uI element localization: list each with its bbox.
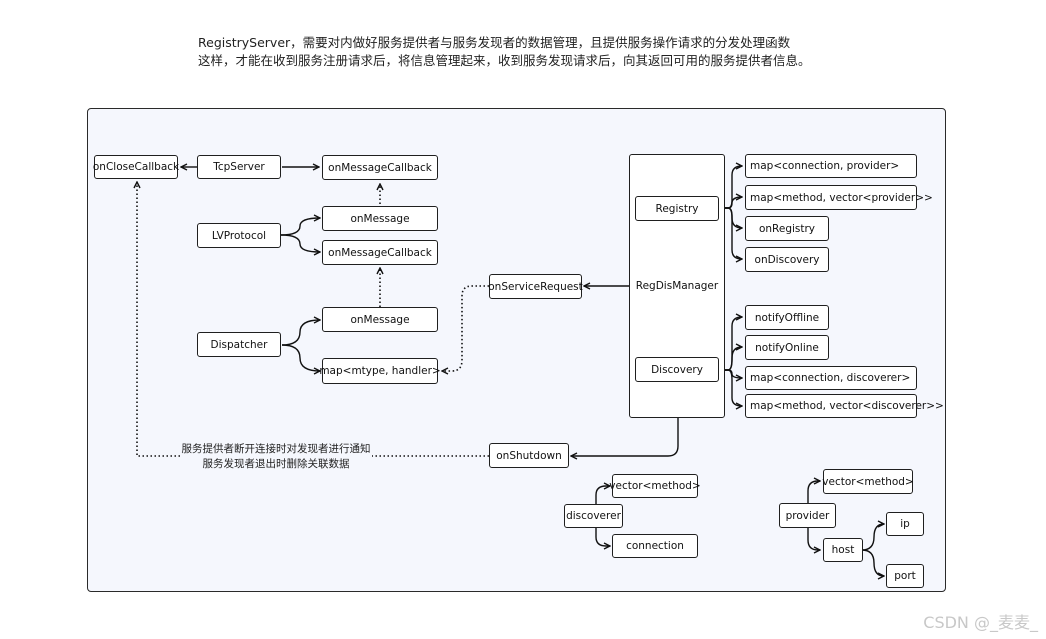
node-notifyoffline: notifyOffline xyxy=(745,305,829,330)
edge-host-ip xyxy=(861,524,884,551)
node-map-connection-discoverer: map<connection, discoverer> xyxy=(745,366,917,390)
intro-line-2: 这样，才能在收到服务注册请求后，将信息管理起来，收到服务发现请求后，向其返回可用… xyxy=(198,53,811,68)
node-provider: provider xyxy=(779,503,836,528)
node-map-connection-provider: map<connection, provider> xyxy=(745,154,917,178)
node-dispatcher: Dispatcher xyxy=(197,332,281,357)
node-discovery: Discovery xyxy=(635,357,719,382)
node-map-mtype-handler: map<mtype, handler> xyxy=(319,358,441,384)
shutdown-note-line-2: 服务发现者退出时删除关联数据 xyxy=(202,458,350,470)
node-discoverer: discoverer xyxy=(564,504,623,528)
node-port: port xyxy=(886,564,924,588)
node-regdismanager-label: RegDisManager xyxy=(635,280,719,292)
node-map-method-providers: map<method, vector<provider>> xyxy=(745,185,933,210)
edge-lvprotocol-onmessagecallback xyxy=(280,234,320,252)
edge-discovery-map-method-discoverers xyxy=(719,369,742,406)
intro-text: RegistryServer，需要对内做好服务提供者与服务发现者的数据管理，且提… xyxy=(198,34,811,70)
intro-line-1: RegistryServer，需要对内做好服务提供者与服务发现者的数据管理，且提… xyxy=(198,35,791,50)
node-lvprotocol: LVProtocol xyxy=(197,223,281,248)
node-notifyonline: notifyOnline xyxy=(745,335,829,360)
edge-regdismanager-onshutdown xyxy=(571,418,679,456)
node-map-method-discoverers: map<method, vector<discoverer>> xyxy=(745,394,944,418)
edge-registry-ondiscovery xyxy=(719,207,742,259)
edge-dotted-onservicerequest-map xyxy=(442,285,489,371)
node-onclosecallback: onCloseCallback xyxy=(93,155,179,179)
edge-provider-vector-method xyxy=(807,481,820,503)
node-registry: Registry xyxy=(635,196,719,221)
node-discoverer-vector-method: vector<method> xyxy=(609,474,701,498)
node-host: host xyxy=(823,538,863,562)
node-onservicerequest: onServiceRequest xyxy=(488,274,583,299)
node-onregistry: onRegistry xyxy=(745,216,829,241)
node-tcpserver: TcpServer xyxy=(197,155,281,179)
edge-lvprotocol-onmessage xyxy=(280,218,320,236)
node-ondiscovery: onDiscovery xyxy=(745,247,829,272)
node-provider-vector-method: vector<method> xyxy=(822,469,914,494)
node-onmessagecallback-top: onMessageCallback xyxy=(322,155,438,180)
shutdown-note: 服务提供者断开连接时对发现者进行通知 服务发现者退出时删除关联数据 xyxy=(180,442,372,472)
edge-discoverer-vector-method xyxy=(595,486,610,504)
edge-dotted-note-onclosecallback xyxy=(137,182,180,457)
shutdown-note-line-1: 服务提供者断开连接时对发现者进行通知 xyxy=(181,443,371,455)
watermark: CSDN @_麦麦_ xyxy=(923,613,1038,632)
node-onmessagecallback-middle: onMessageCallback xyxy=(322,240,438,265)
node-onmessage-middle: onMessage xyxy=(322,307,438,332)
node-onmessage-top: onMessage xyxy=(322,206,438,231)
node-onshutdown: onShutdown xyxy=(489,443,569,468)
node-ip: ip xyxy=(886,512,924,536)
edge-discoverer-connection xyxy=(595,528,610,546)
edge-dispatcher-onmessage xyxy=(281,320,320,346)
edge-dispatcher-map xyxy=(281,344,320,371)
edge-host-port xyxy=(861,549,884,576)
edge-provider-host xyxy=(807,528,820,550)
node-discoverer-connection: connection xyxy=(612,534,698,558)
